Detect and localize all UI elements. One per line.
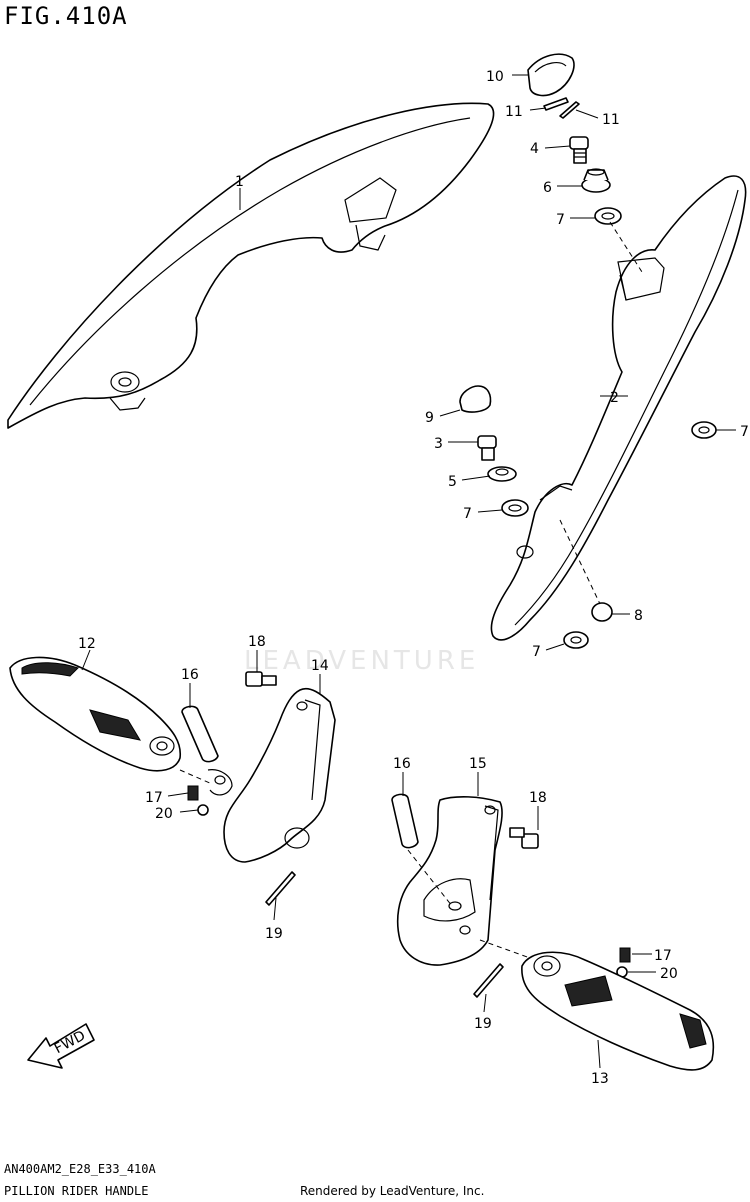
callout-3: 3 <box>434 436 443 452</box>
callout-19-left: 19 <box>265 926 283 942</box>
callout-15: 15 <box>469 756 487 772</box>
parts-diagram: FWD 1 2 3 4 5 6 7 7 <box>7 53 749 1087</box>
part-4-bolt[interactable] <box>569 136 589 164</box>
part-14-left-bracket[interactable] <box>207 687 336 863</box>
part-1-left-handle[interactable] <box>7 102 495 429</box>
callout-16-right: 16 <box>393 756 411 772</box>
callout-20-right: 20 <box>660 966 678 982</box>
callout-11-right: 11 <box>602 112 620 128</box>
callout-16-left: 16 <box>181 667 199 683</box>
assembly-line <box>179 769 213 785</box>
part-7-washers[interactable] <box>501 207 717 649</box>
assembly-line <box>609 221 643 273</box>
leader-lines <box>81 74 736 1069</box>
callout-17-right: 17 <box>654 948 672 964</box>
callout-19-right: 19 <box>474 1016 492 1032</box>
callout-12: 12 <box>78 636 96 652</box>
figure-title: FIG.410A <box>4 2 128 30</box>
watermark: LEADVENTURE <box>244 646 480 676</box>
assembly-line <box>479 939 531 959</box>
callout-18-right: 18 <box>529 790 547 806</box>
part-20-balls[interactable] <box>197 804 628 978</box>
part-10-cap[interactable] <box>527 53 575 97</box>
fwd-arrow-icon: FWD <box>27 1023 95 1069</box>
part-8-plug[interactable] <box>591 602 613 622</box>
callout-8: 8 <box>634 608 643 624</box>
callout-17-left: 17 <box>145 790 163 806</box>
figure-code: AN400AM2_E28_E33_410A <box>4 1162 156 1176</box>
callout-11-left: 11 <box>505 104 523 120</box>
callout-7-bottom: 7 <box>532 644 541 660</box>
part-9-cap[interactable] <box>459 385 492 413</box>
callout-7-right: 7 <box>740 424 749 440</box>
part-16-pins[interactable] <box>181 705 419 849</box>
callout-7-middle: 7 <box>463 506 472 522</box>
part-11-pins[interactable] <box>543 97 580 119</box>
rendered-by-credit: Rendered by LeadVenture, Inc. <box>300 1184 485 1198</box>
assembly-line <box>407 849 453 907</box>
callout-13: 13 <box>591 1071 609 1087</box>
callout-9: 9 <box>425 410 434 426</box>
callout-2: 2 <box>610 390 619 406</box>
assembly-line <box>559 519 601 605</box>
callout-14: 14 <box>311 658 329 674</box>
figure-subtitle: PILLION RIDER HANDLE <box>4 1184 149 1198</box>
callout-5: 5 <box>448 474 457 490</box>
part-6-collar[interactable] <box>581 168 611 193</box>
callout-18-left: 18 <box>248 634 266 650</box>
callout-7-top: 7 <box>556 212 565 228</box>
part-19-cotter-pins[interactable] <box>265 871 504 998</box>
part-12-left-footrest[interactable] <box>9 656 182 772</box>
part-5-collar[interactable] <box>487 466 517 482</box>
callout-10: 10 <box>486 69 504 85</box>
callout-20-left: 20 <box>155 806 173 822</box>
part-18-bolts[interactable] <box>245 671 539 849</box>
part-15-right-bracket[interactable] <box>396 796 503 966</box>
callout-4: 4 <box>530 141 539 157</box>
part-2-right-handle[interactable] <box>490 175 747 641</box>
part-13-right-footrest[interactable] <box>521 951 715 1071</box>
callout-1: 1 <box>235 174 244 190</box>
callout-6: 6 <box>543 180 552 196</box>
part-3-bolt[interactable] <box>477 435 497 461</box>
